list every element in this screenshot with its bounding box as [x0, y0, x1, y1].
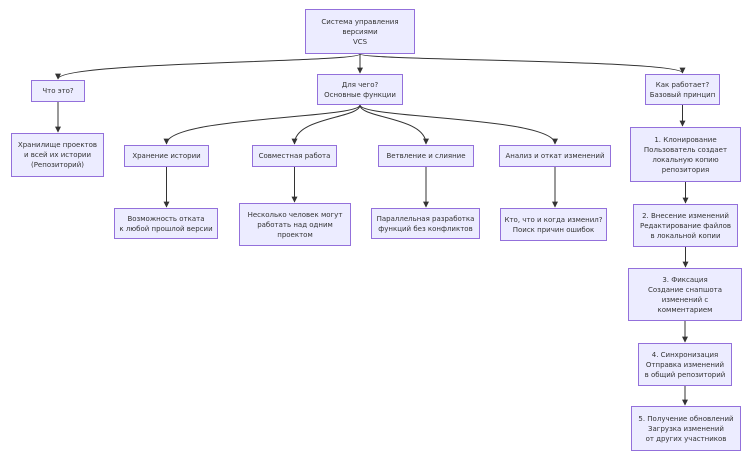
node-text-line: и всей их истории [23, 151, 92, 159]
edge-why-anal [359, 104, 558, 145]
node-text-line: 3. Фиксация [662, 275, 708, 284]
node-text-line: Отправка изменений [645, 360, 725, 369]
node-text-line: Загрузка изменений [648, 424, 724, 433]
node-text-line: Базовый принцип [649, 90, 716, 99]
edge-root-how [359, 53, 686, 74]
node-text-line: Пользователь создает [643, 145, 728, 154]
node-text-line: изменений с [661, 295, 709, 304]
node-text-line: комментарием [657, 305, 713, 314]
node-text-line: репозитория [661, 165, 710, 174]
node-text-line: Поиск причин ошибок [512, 225, 595, 234]
node-text-line: работать над одним [257, 220, 333, 229]
node-text-line: Система управления [321, 17, 399, 26]
node-text-line: 2. Внесение изменений [642, 211, 729, 220]
node-text-line: 5. Получение обновлений [638, 414, 734, 423]
edge-root-what [55, 53, 361, 80]
node-text-line: Хранилище проектов [17, 141, 98, 149]
edge-why-hist [163, 104, 361, 145]
edge-why-branch [359, 104, 429, 145]
node-text-line: Ветвление и слияние [386, 152, 466, 160]
node-text-line: Что это? [42, 87, 74, 95]
node-text-line: проектом [277, 230, 313, 239]
node-text-line: к любой прошлой версии [119, 224, 213, 233]
node-repository-definition: Хранилище проектов и всей их истории (Репо… [11, 133, 104, 177]
node-text-line: от других участников [645, 434, 727, 443]
node-text-line: Основные функции [324, 90, 396, 99]
node-text-line: Редактирование файлов [639, 221, 732, 230]
node-text-line: 4. Синхронизация [651, 350, 719, 359]
node-text-line: версиями [342, 27, 378, 36]
node-text-line: Как работает? [655, 80, 710, 89]
node-purpose: Для чего?Основные функции [317, 74, 403, 105]
node-text-line: Создание снапшота [647, 285, 723, 294]
node-text-line: Для чего? [341, 80, 379, 89]
node-branching: Ветвление и слияние [378, 145, 474, 167]
node-text-line: локальную копию [652, 155, 719, 164]
node-text-line: Кто, что и когда изменил? [504, 215, 603, 224]
node-text-line: Хранение истории [132, 152, 201, 160]
node-history-storage: Хранение истории [124, 145, 209, 167]
node-text-line: Совместная работа [258, 152, 331, 160]
node-text-line: Анализ и откат изменений [505, 152, 605, 160]
edge-why-collab [291, 104, 361, 145]
node-how-it-works: Как работает?Базовый принцип [645, 74, 720, 105]
node-what-is-it: Что это? [31, 80, 85, 102]
node-text-line: Параллельная разработка [376, 214, 475, 223]
node-text-line: в общий репозиторий [644, 370, 726, 379]
node-analysis: Анализ и откат изменений [499, 145, 611, 167]
node-collaboration: Совместная работа [252, 145, 337, 167]
node-text-line: Несколько человек могут [247, 210, 343, 219]
node-text-line: (Репозиторий) [30, 161, 85, 169]
node-text-line: Возможность отката [127, 214, 205, 223]
node-text-line: функций без конфликтов [378, 224, 473, 233]
node-text-line: в локальной копии [650, 231, 721, 240]
node-text-line: VCS [352, 37, 368, 46]
node-analysis-detail: Кто, что и когда изменил?Поиск причин ош… [500, 208, 607, 241]
node-text-line: 1. Клонирование [654, 135, 717, 144]
